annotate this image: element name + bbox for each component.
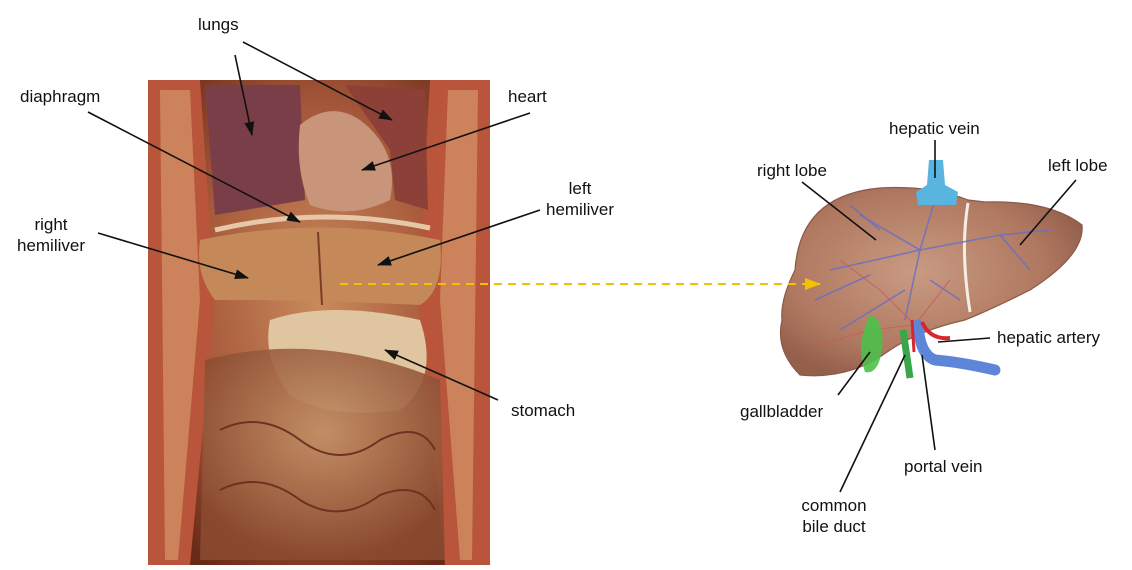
label-left-hemiliver-line1: left	[535, 178, 625, 199]
right-lung	[205, 85, 305, 215]
leader-portal-vein	[922, 355, 935, 450]
label-right-hemiliver: right hemiliver	[6, 214, 96, 256]
label-lungs: lungs	[198, 14, 239, 35]
label-common-bile-duct-line1: common	[784, 495, 884, 516]
label-diaphragm: diaphragm	[20, 86, 100, 107]
label-stomach: stomach	[511, 400, 575, 421]
label-common-bile-duct-line2: bile duct	[784, 516, 884, 537]
label-left-hemiliver: left hemiliver	[535, 178, 625, 220]
label-hepatic-artery: hepatic artery	[997, 327, 1100, 348]
label-common-bile-duct: common bile duct	[784, 495, 884, 537]
intestines	[200, 349, 445, 560]
label-portal-vein: portal vein	[904, 456, 982, 477]
hepatic-vein-vessel	[916, 160, 958, 205]
label-right-hemiliver-line1: right	[6, 214, 96, 235]
label-left-hemiliver-line2: hemiliver	[535, 199, 625, 220]
leader-bile-duct	[840, 355, 905, 492]
label-heart: heart	[508, 86, 547, 107]
label-left-lobe: left lobe	[1048, 155, 1108, 176]
label-right-hemiliver-line2: hemiliver	[6, 235, 96, 256]
label-right-lobe: right lobe	[757, 160, 827, 181]
torso-photo	[148, 80, 490, 565]
label-hepatic-vein: hepatic vein	[889, 118, 980, 139]
label-gallbladder: gallbladder	[740, 401, 823, 422]
